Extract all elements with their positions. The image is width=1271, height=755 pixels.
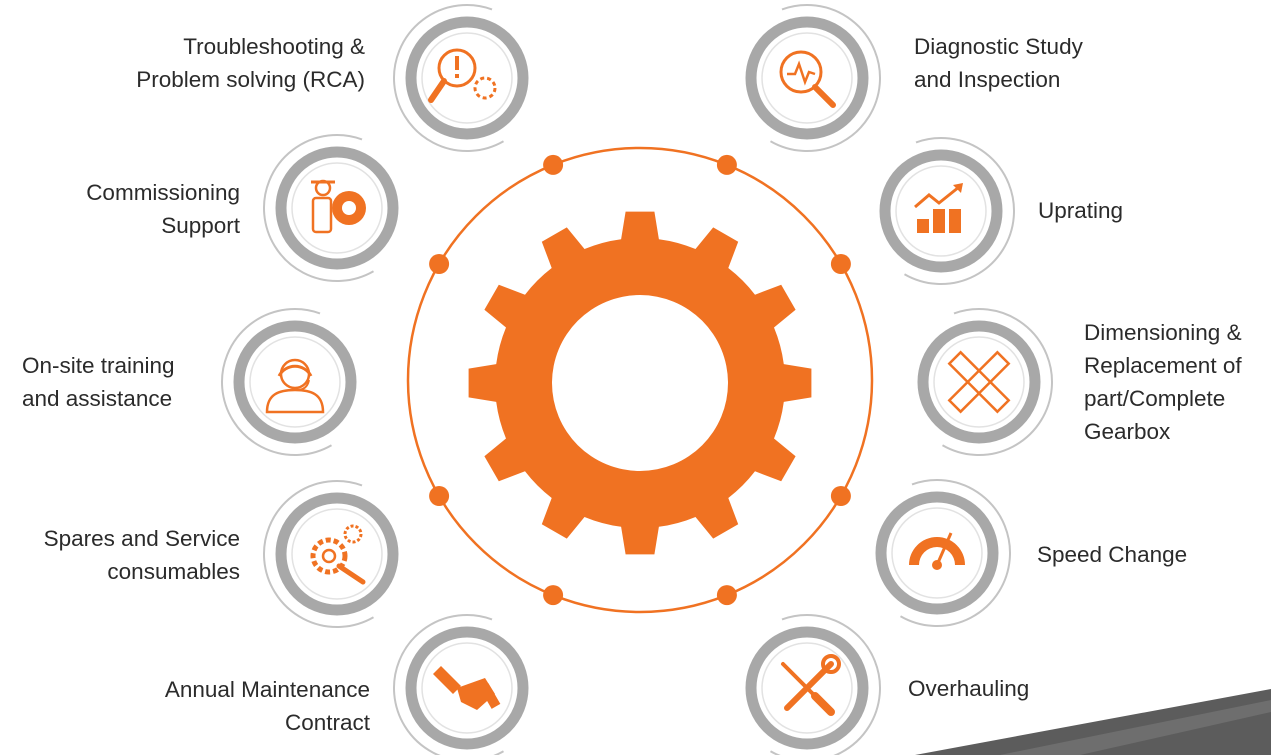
badge-commissioning	[262, 134, 399, 282]
badge-outer-arc	[392, 4, 504, 152]
badge-inner-ring	[895, 165, 987, 257]
headset-person-icon	[265, 358, 325, 414]
badge-outer-arc	[900, 479, 1012, 627]
badge-outer-arc	[392, 614, 504, 755]
label-commissioning: Commissioning Support	[86, 180, 240, 238]
badge-ring	[745, 16, 869, 140]
badge-inner-ring	[891, 507, 983, 599]
badge-ring	[745, 626, 869, 750]
badge-spares	[262, 480, 399, 628]
badge-ring	[275, 492, 399, 616]
ring-dot	[716, 585, 737, 606]
ring-dot	[429, 254, 450, 274]
badge-center	[929, 332, 1029, 432]
label-dimensioning: Dimensioning & Replacement of part/Compl…	[1084, 320, 1242, 444]
badge-ring	[405, 16, 529, 140]
magnifier-pulse-icon	[779, 50, 836, 108]
ring-dot	[429, 486, 450, 506]
gears-wrench-icon	[310, 524, 366, 585]
badge-amc	[392, 614, 529, 755]
magnifier-alert-gear-icon	[428, 48, 497, 103]
badge-uprating	[879, 137, 1016, 285]
ring-dot	[830, 486, 851, 506]
badge-outer-arc	[770, 614, 882, 755]
worker-gear-icon	[311, 179, 366, 234]
badge-diagnostic	[745, 4, 882, 152]
badge-ring	[275, 146, 399, 270]
badge-inner-ring	[249, 336, 341, 428]
badge-training	[220, 308, 357, 456]
badge-ring	[917, 320, 1041, 444]
growth-chart-icon	[914, 183, 963, 233]
ring-dots	[429, 154, 851, 606]
badge-ring	[233, 320, 357, 444]
central-gear-icon	[468, 211, 812, 555]
badge-overhauling	[745, 614, 882, 755]
label-training: On-site training and assistance	[22, 353, 175, 411]
badge-center	[287, 504, 387, 604]
ring-dot	[830, 254, 851, 274]
badge-ring	[879, 149, 1003, 273]
badge-outer-arc	[220, 308, 332, 456]
ring-dot	[543, 154, 564, 175]
label-amc: Annual Maintenance Contract	[164, 677, 370, 735]
speedometer-icon	[909, 532, 965, 570]
label-spares: Spares and Service consumables	[43, 526, 240, 584]
badge-outer-arc	[262, 480, 374, 628]
label-overhauling: Overhauling	[908, 676, 1030, 701]
badge-inner-ring	[933, 336, 1025, 428]
badge-center	[887, 503, 987, 603]
badge-inner-ring	[761, 32, 853, 124]
badge-inner-ring	[291, 508, 383, 600]
label-speed-change: Speed Change	[1037, 542, 1188, 567]
badge-inner-ring	[761, 642, 853, 734]
badge-dimensioning	[917, 308, 1054, 456]
badge-outer-arc	[942, 308, 1054, 456]
pencil-ruler-icon	[947, 350, 1011, 414]
badge-inner-ring	[291, 162, 383, 254]
badge-ring	[875, 491, 999, 615]
badge-center	[417, 28, 517, 128]
badge-ring	[405, 626, 529, 750]
badge-troubleshooting	[392, 4, 529, 152]
badge-speed	[875, 479, 1012, 627]
screwdriver-wrench-icon	[781, 654, 841, 716]
badge-outer-arc	[770, 4, 882, 152]
badge-center	[245, 332, 345, 432]
wrench-handshake-icon	[433, 666, 501, 710]
label-diagnostic: Diagnostic Study and Inspection	[914, 34, 1083, 92]
badge-inner-ring	[421, 32, 513, 124]
label-troubleshooting: Troubleshooting & Problem solving (RCA)	[136, 34, 365, 92]
corner-decoration-light	[1000, 700, 1271, 755]
badge-inner-ring	[421, 642, 513, 734]
corner-decoration	[915, 689, 1271, 755]
badge-outer-arc	[904, 137, 1016, 285]
ring-dot	[543, 585, 564, 606]
badge-outer-arc	[262, 134, 374, 282]
ring-dot	[716, 154, 737, 175]
label-uprating: Uprating	[1038, 198, 1124, 223]
central-orange-ring	[406, 146, 874, 614]
